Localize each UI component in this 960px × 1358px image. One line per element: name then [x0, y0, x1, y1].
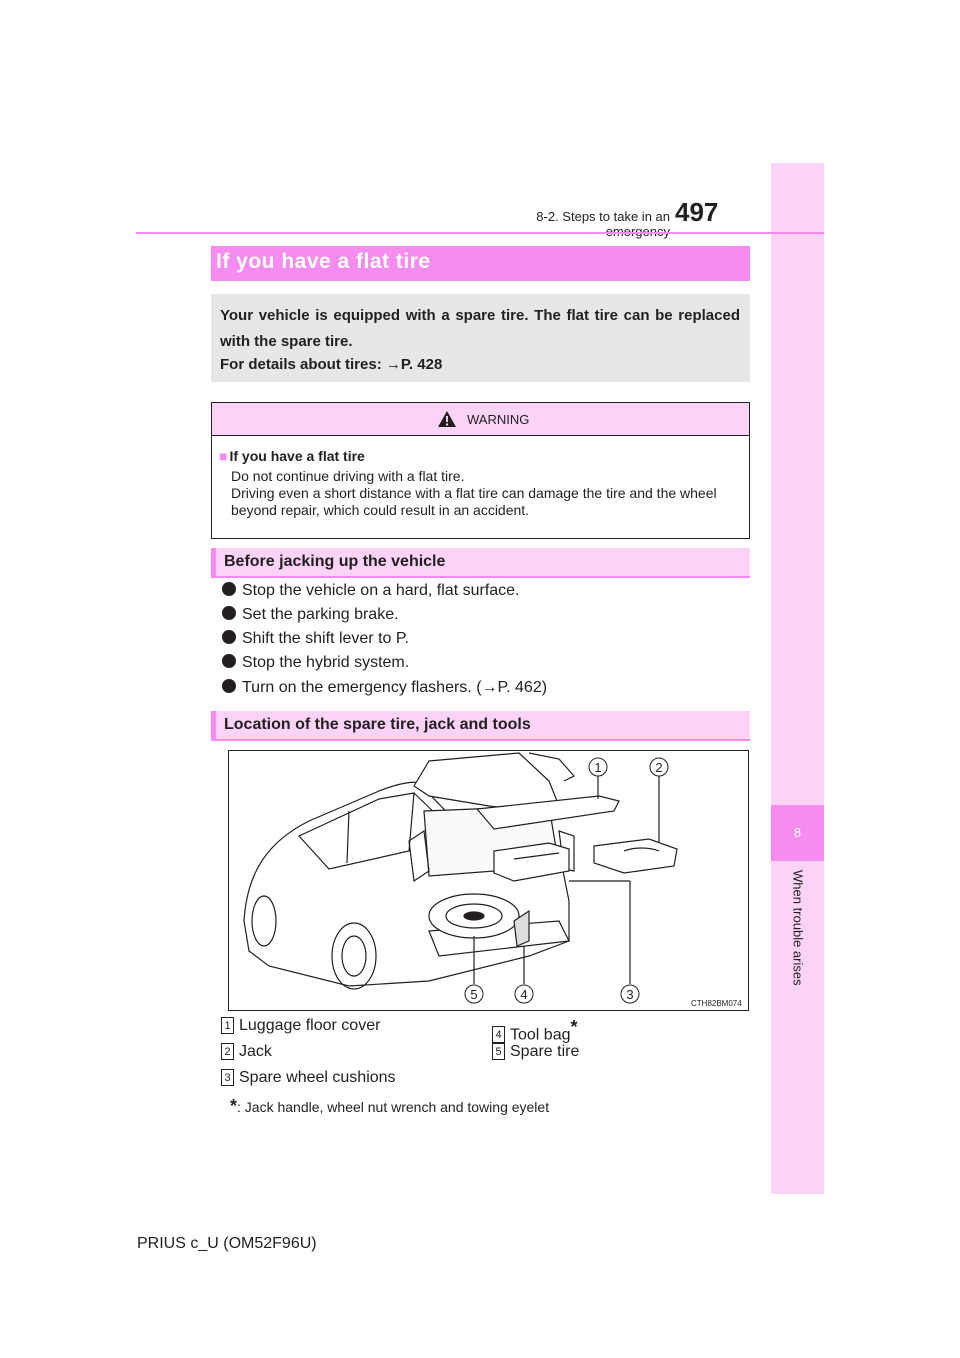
- subheading-before-jacking: Before jacking up the vehicle: [211, 548, 750, 578]
- square-bullet-icon: ■: [219, 448, 228, 464]
- intro-reference: For details about tires: →P. 428: [220, 356, 443, 373]
- footer-model: PRIUS c_U (OM52F96U): [137, 1235, 317, 1252]
- bullet-icon: [222, 606, 236, 620]
- callout-5: 5: [470, 987, 477, 1002]
- bullet-icon: [222, 630, 236, 644]
- intro-text: Your vehicle is equipped with a spare ti…: [220, 307, 740, 350]
- footnote: *: Jack handle, wheel nut wrench and tow…: [230, 1096, 550, 1116]
- car-trunk-drawing: 1 2 3 4 5 CTH82BM074: [243, 752, 742, 1008]
- intro-box: Your vehicle is equipped with a spare ti…: [211, 294, 750, 382]
- list-item: Stop the vehicle on a hard, flat surface…: [222, 582, 520, 600]
- warning-label: WARNING: [467, 412, 530, 427]
- warning-box: WARNING ■If you have a flat tire Do not …: [211, 402, 750, 539]
- callout-2: 2: [655, 760, 662, 775]
- page-title-bar: If you have a flat tire: [211, 246, 750, 281]
- page-number: 497: [675, 197, 719, 227]
- callout-4: 4: [520, 987, 527, 1002]
- warning-header: WARNING: [212, 403, 749, 436]
- header-rule: [136, 232, 824, 234]
- callout-1: 1: [594, 760, 601, 775]
- chapter-number: 8: [771, 805, 824, 861]
- vehicle-illustration: 1 2 3 4 5 CTH82BM074: [228, 750, 749, 1011]
- subheading-location: Location of the spare tire, jack and too…: [211, 711, 750, 741]
- list-item: Turn on the emergency flashers. (→P. 462…: [222, 679, 547, 697]
- bullet-icon: [222, 582, 236, 596]
- section-header: 8-2. Steps to take in an emergency: [536, 209, 670, 239]
- page-title: If you have a flat tire: [216, 250, 431, 273]
- bullet-icon: [222, 679, 236, 693]
- figure-code: CTH82BM074: [691, 999, 742, 1008]
- chapter-side-tab: [771, 163, 824, 1194]
- warning-triangle-icon: [438, 411, 456, 427]
- list-item: Set the parking brake.: [222, 606, 399, 624]
- bullet-icon: [222, 654, 236, 668]
- warning-body: Do not continue driving with a flat tire…: [231, 468, 717, 518]
- list-item: Stop the hybrid system.: [222, 654, 409, 672]
- warning-subtitle: ■If you have a flat tire: [219, 448, 365, 464]
- list-item: Shift the shift lever to P.: [222, 630, 409, 648]
- callout-3: 3: [626, 987, 633, 1002]
- chapter-title: When trouble arises: [790, 870, 805, 986]
